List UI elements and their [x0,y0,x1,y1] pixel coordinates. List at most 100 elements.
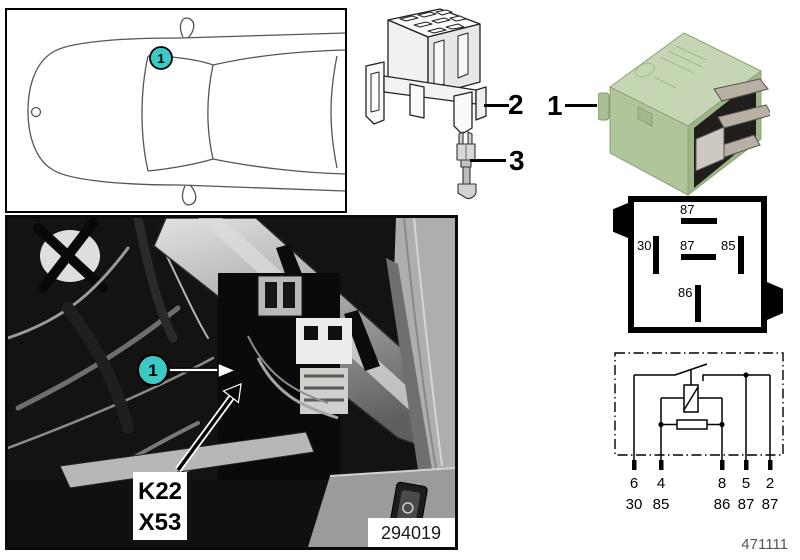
car-mirror-bottom [181,184,197,206]
leader-line-item2 [484,104,509,107]
component-arrow [175,383,242,473]
relay-pin-wide [695,126,725,172]
relay-side-tab [598,92,610,121]
schematic-pin-number: 6 [630,475,638,492]
car-top-view-drawing: 1 [27,17,345,206]
schematic-pin-tick [720,460,725,470]
arrow-head [222,383,242,404]
car-bottom-edge [179,184,345,192]
item2-label[interactable]: 2 [508,89,524,120]
socket-slot [413,21,433,28]
pin-bar-86 [695,285,701,322]
photo-dark-strap [33,218,108,293]
socket-slot [431,17,451,24]
car-windshield-base [141,55,149,172]
schematic-pin-number: 5 [742,475,750,492]
tube-cable-tie [344,310,380,371]
car-window-line-bottom [212,158,345,175]
schematic-pin-tick [744,460,749,470]
location-photo-panel: 1 K22 X53 294019 [5,215,458,550]
photo-callout-hotspot[interactable]: 1 [137,354,238,386]
relay-roundel-logo [634,62,656,78]
photo-wire [62,302,134,434]
photo-wire [8,246,130,340]
trim-shadow-edge [386,258,432,470]
socket-leg-far-right [475,86,487,121]
arrow-shaft [176,392,236,472]
photo-relay-hole [328,326,342,340]
pin-bar-87-top [681,218,717,224]
pin-label-86: 86 [678,285,693,300]
car-window-line-top [212,49,345,66]
pin-bar-85 [738,236,744,274]
dashboard-corner-highlight [329,467,455,477]
terminal-pin-drawing [456,131,477,200]
photo-relay-module [296,318,352,364]
schematic-resistor [676,419,708,430]
schematic-terminal-label: 87 [762,496,779,513]
component-code: K22 [138,478,182,505]
socket-slot [417,11,437,18]
component-code-label: K22 X53 [133,472,187,540]
car-callout-number: 1 [157,51,164,66]
item1-label[interactable]: 1 [547,90,563,121]
wiper-icon [402,502,414,514]
socket-leg-left-slot [370,71,380,113]
relay-photo-illustration [598,32,770,197]
car-hood-detail [30,106,42,118]
schematic-switch-arm [634,363,708,376]
pin-label-30: 30 [637,238,652,253]
relay-pin-diagram: 87 30 87 85 86 [613,196,783,333]
a-pillar-trim [394,218,455,470]
socket-side-slot [457,32,469,79]
photo-wire [256,357,339,420]
photo-number-label: 294019 [368,518,455,547]
car-rear-window-edge [330,55,338,169]
callout-circle[interactable] [149,46,173,70]
schematic-terminal-label: 85 [653,496,670,513]
photo-number: 294019 [381,523,441,543]
relay-pin [713,78,769,102]
schematic-dashed-border [614,352,784,456]
callout-circle[interactable] [137,354,169,386]
relay-circuit-schematic: 6 4 8 5 2 30 85 86 87 87 [614,352,784,513]
car-top-edge [179,32,345,39]
socket-slot [399,15,419,22]
pin-label-85: 85 [721,238,736,253]
trim-seam [403,218,437,469]
callout-arrow-head [217,361,238,380]
photo-relay-stripes [304,374,344,402]
socket-slot [435,9,453,16]
schematic-wire-87-top [702,374,770,381]
car-location-panel: 1 [5,8,347,213]
schematic-terminal-label: 87 [738,496,755,513]
photo-wire [247,335,329,404]
schematic-pin-tick [768,460,773,470]
photo-wire [133,218,178,343]
photo-number-box [368,518,455,547]
pin-diagram-left-tab [613,203,628,238]
car-a-pillar-bottom [147,158,214,172]
schematic-terminal-label: 30 [626,496,643,513]
pin-label-87-center: 87 [680,238,695,253]
item3-label[interactable]: 3 [509,145,525,176]
socket-hook-middle [409,83,425,119]
relay-pin [717,104,770,129]
relay-molded-text [653,45,707,89]
socket-leg-right [453,91,473,135]
terminal-foot [457,183,477,200]
schematic-pin-number: 8 [718,475,726,492]
pin-diagram-right-tab [767,282,783,320]
relay-socket-drawing [365,8,487,135]
socket-slot [449,15,467,22]
leader-line-item3 [470,159,506,162]
socket-slot [427,27,447,34]
photo-relay-hole [304,326,318,340]
schematic-terminal-label: 86 [714,496,731,513]
location-photo: 1 K22 X53 294019 [8,218,455,547]
schematic-pin-tick [632,460,637,470]
photo-connector-top [257,275,303,317]
car-body-outline [27,37,181,186]
car-callout-hotspot[interactable]: 1 [149,46,173,70]
